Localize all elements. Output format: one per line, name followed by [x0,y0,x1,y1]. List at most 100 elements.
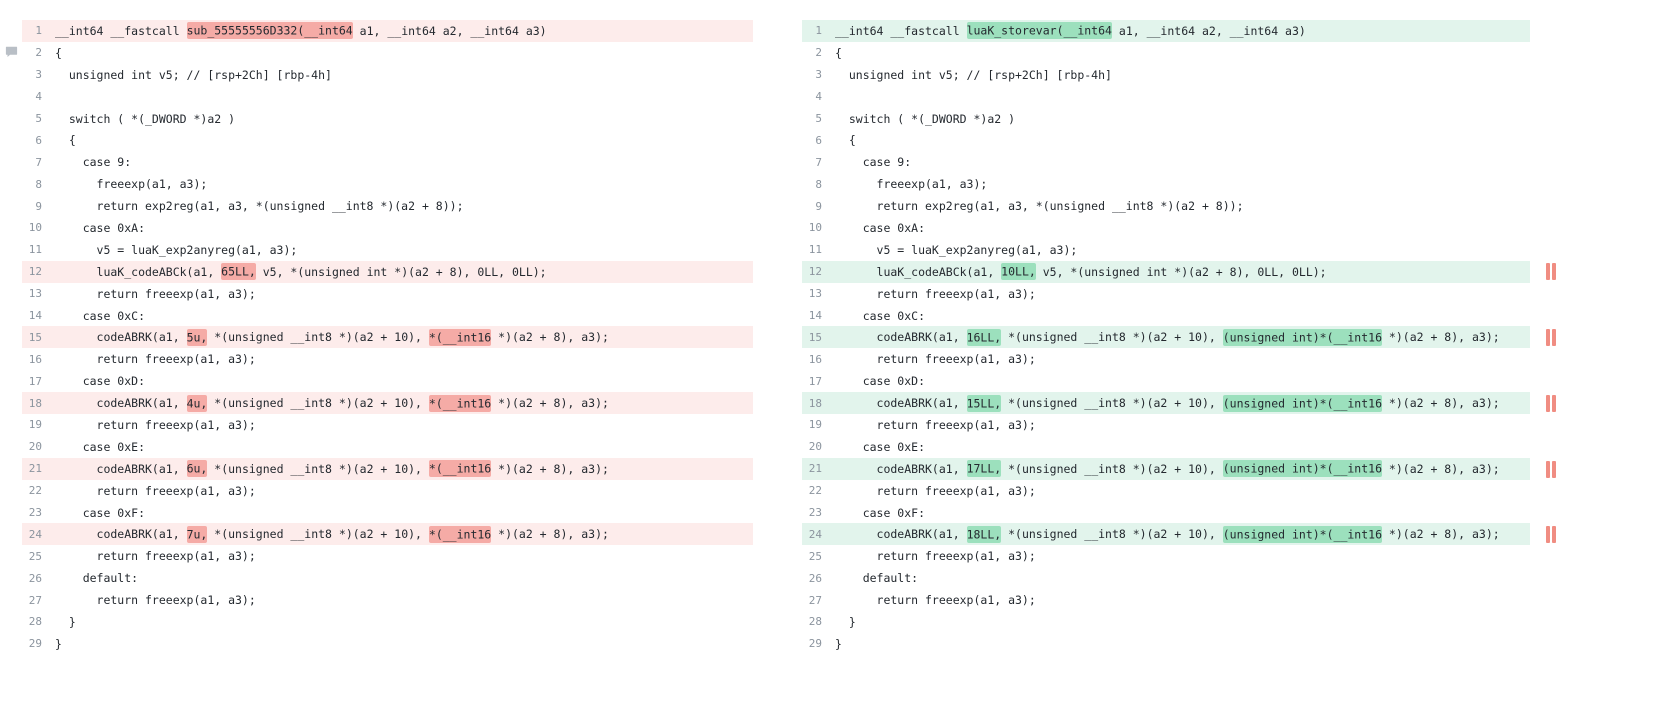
line-number[interactable]: 11 [28,243,42,257]
line-number[interactable]: 24 [808,527,822,541]
new-code-line[interactable]: 21 codeABRK(a1, 17LL, *(unsigned __int8 … [802,457,1530,480]
line-number[interactable]: 24 [28,527,42,541]
line-number[interactable]: 28 [28,615,42,629]
line-number[interactable]: 2 [815,46,822,60]
overview-ruler[interactable] [1546,20,1558,680]
old-code-line[interactable]: 13 return freeexp(a1, a3); [22,283,753,305]
line-number[interactable]: 6 [35,133,42,147]
old-code-line[interactable]: 9 return exp2reg(a1, a3, *(unsigned __in… [22,195,753,217]
old-code-line[interactable]: 3 unsigned int v5; // [rsp+2Ch] [rbp-4h] [22,64,753,86]
line-number[interactable]: 17 [808,374,822,388]
line-number[interactable]: 19 [28,418,42,432]
old-code-line[interactable]: 16 return freeexp(a1, a3); [22,348,753,370]
line-number[interactable]: 15 [28,330,42,344]
line-number[interactable]: 28 [808,615,822,629]
diff-ruler-mark[interactable] [1552,263,1556,281]
line-number[interactable]: 18 [808,396,822,410]
new-code-line[interactable]: 22 return freeexp(a1, a3); [802,480,1530,502]
old-code-line[interactable]: 19 return freeexp(a1, a3); [22,414,753,436]
old-code-line[interactable]: 10 case 0xA: [22,217,753,239]
line-number[interactable]: 12 [28,265,42,279]
old-code-line[interactable]: 15 codeABRK(a1, 5u, *(unsigned __int8 *)… [22,326,753,349]
line-number[interactable]: 29 [28,637,42,651]
line-number[interactable]: 26 [808,571,822,585]
old-code-line[interactable]: 24 codeABRK(a1, 7u, *(unsigned __int8 *)… [22,523,753,546]
new-code-line[interactable]: 16 return freeexp(a1, a3); [802,348,1530,370]
new-code-line[interactable]: 29} [802,633,1530,655]
line-number[interactable]: 16 [28,352,42,366]
diff-ruler-mark[interactable] [1552,329,1556,347]
old-code-line[interactable]: 17 case 0xD: [22,370,753,392]
new-code-line[interactable]: 3 unsigned int v5; // [rsp+2Ch] [rbp-4h] [802,64,1530,86]
line-number[interactable]: 21 [808,462,822,476]
line-number[interactable]: 8 [35,177,42,191]
old-code-line[interactable]: 27 return freeexp(a1, a3); [22,589,753,611]
line-number[interactable]: 5 [35,112,42,125]
new-code-line[interactable]: 7 case 9: [802,151,1530,173]
line-number[interactable]: 22 [28,484,42,498]
new-code-line[interactable]: 20 case 0xE: [802,436,1530,458]
line-number[interactable]: 20 [28,440,42,454]
line-number[interactable]: 7 [35,155,42,169]
old-code-line[interactable]: 26 default: [22,567,753,589]
new-code-line[interactable]: 19 return freeexp(a1, a3); [802,414,1530,436]
old-code-line[interactable]: 11 v5 = luaK_exp2anyreg(a1, a3); [22,239,753,261]
line-number[interactable]: 16 [808,352,822,366]
line-number[interactable]: 20 [808,440,822,454]
old-code-line[interactable]: 6 { [22,129,753,151]
old-code-line[interactable]: 22 return freeexp(a1, a3); [22,480,753,502]
old-code-line[interactable]: 2{ [22,42,753,64]
new-code-line[interactable]: 23 case 0xF: [802,502,1530,524]
new-code-line[interactable]: 12 luaK_codeABCk(a1, 10LL, v5, *(unsigne… [802,260,1530,283]
line-number[interactable]: 23 [28,506,42,520]
line-number[interactable]: 17 [28,374,42,388]
old-code-line[interactable]: 21 codeABRK(a1, 6u, *(unsigned __int8 *)… [22,457,753,480]
diff-ruler-mark[interactable] [1546,460,1550,478]
new-code-line[interactable]: 15 codeABRK(a1, 16LL, *(unsigned __int8 … [802,326,1530,349]
new-code-line[interactable]: 2{ [802,42,1530,64]
new-code-line[interactable]: 9 return exp2reg(a1, a3, *(unsigned __in… [802,195,1530,217]
new-code-line[interactable]: 25 return freeexp(a1, a3); [802,545,1530,567]
new-code-line[interactable]: 5 switch ( *(_DWORD *)a2 ) [802,108,1530,130]
diff-ruler-mark[interactable] [1546,394,1550,412]
line-number[interactable]: 13 [28,287,42,301]
line-number[interactable]: 3 [35,68,42,82]
old-code-line[interactable]: 14 case 0xC: [22,305,753,327]
new-code-line[interactable]: 26 default: [802,567,1530,589]
diff-ruler-mark[interactable] [1552,394,1556,412]
line-number[interactable]: 3 [815,68,822,82]
line-number[interactable]: 15 [808,330,822,344]
line-number[interactable]: 22 [808,484,822,498]
old-code-line[interactable]: 7 case 9: [22,151,753,173]
new-code-line[interactable]: 10 case 0xA: [802,217,1530,239]
line-number[interactable]: 9 [815,199,822,213]
line-number[interactable]: 14 [28,309,42,323]
line-number[interactable]: 29 [808,637,822,651]
diff-ruler-mark[interactable] [1552,460,1556,478]
diff-ruler-mark[interactable] [1546,526,1550,544]
line-number[interactable]: 7 [815,155,822,169]
old-code-line[interactable]: 1__int64 __fastcall sub_55555556D332(__i… [22,20,753,42]
new-code-line[interactable]: 6 { [802,129,1530,151]
new-code-line[interactable]: 17 case 0xD: [802,370,1530,392]
new-code-line[interactable]: 13 return freeexp(a1, a3); [802,283,1530,305]
new-code-line[interactable]: 11 v5 = luaK_exp2anyreg(a1, a3); [802,239,1530,261]
line-number[interactable]: 27 [28,593,42,607]
old-code-line[interactable]: 25 return freeexp(a1, a3); [22,545,753,567]
new-code-line[interactable]: 1__int64 __fastcall luaK_storevar(__int6… [802,20,1530,42]
line-number[interactable]: 4 [35,90,42,104]
line-number[interactable]: 25 [808,549,822,563]
line-number[interactable]: 2 [35,46,42,60]
line-number[interactable]: 5 [815,112,822,125]
line-number[interactable]: 26 [28,571,42,585]
line-number[interactable]: 4 [815,90,822,104]
diff-ruler-mark[interactable] [1546,263,1550,281]
diff-ruler-mark[interactable] [1546,329,1550,347]
old-code-line[interactable]: 18 codeABRK(a1, 4u, *(unsigned __int8 *)… [22,392,753,415]
line-number[interactable]: 25 [28,549,42,563]
line-number[interactable]: 23 [808,506,822,520]
line-number[interactable]: 6 [815,133,822,147]
old-code-line[interactable]: 5 switch ( *(_DWORD *)a2 ) [22,108,753,130]
new-code-line[interactable]: 14 case 0xC: [802,305,1530,327]
line-number[interactable]: 9 [35,199,42,213]
